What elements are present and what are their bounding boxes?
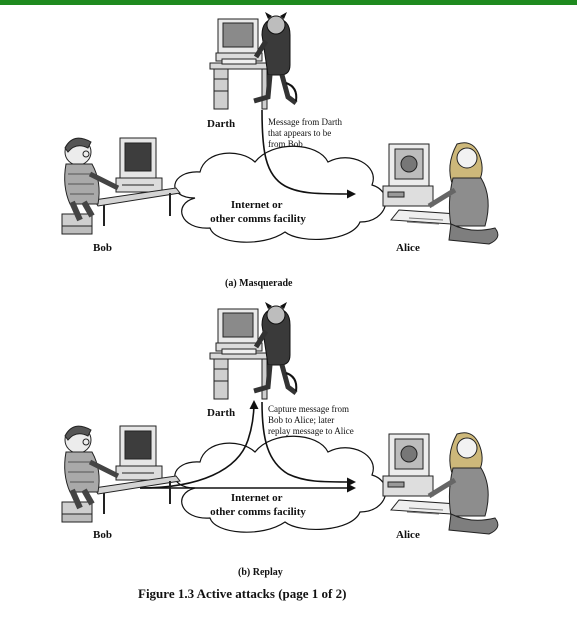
alice-illustration [383,433,498,534]
replay-note-line-3: replay message to Alice [268,426,354,436]
bob-label: Bob [93,529,112,541]
masquerade-note: Message from Darth that appears to be fr… [268,117,344,149]
darth-illustration [210,12,296,109]
panel-masquerade: Darth Message from Darth that appears to… [62,12,498,289]
alice-illustration [383,143,498,244]
replay-arrow [261,401,356,487]
cloud-label-line-1: Internet or [231,199,283,211]
replay-note-line-1: Capture message from [268,404,349,414]
bob-illustration [62,138,180,234]
caption-replay: (b) Replay [238,567,283,578]
alice-label: Alice [396,242,420,254]
alice-label: Alice [396,529,420,541]
cloud-shape [174,145,387,243]
bob-label: Bob [93,242,112,254]
figure-caption: Figure 1.3 Active attacks (page 1 of 2) [138,586,346,601]
replay-note: Capture message from Bob to Alice; later… [268,404,354,436]
top-accent-bar [0,0,577,5]
cloud-label-line-2: other comms facility [210,506,306,518]
replay-cloud-label: Internet or other comms facility [210,492,306,518]
cloud-label-line-1: Internet or [231,492,283,504]
masquerade-note-line-3: from Bob [268,139,303,149]
caption-masquerade: (a) Masquerade [225,278,293,289]
cloud-shape [174,435,387,533]
panel-replay: Darth Capture message from Bob to Alice;… [62,302,498,578]
masquerade-cloud-label: Internet or other comms facility [210,199,306,225]
capture-arrow [139,400,259,489]
cloud-label-line-2: other comms facility [210,213,306,225]
darth-illustration [210,302,296,399]
masquerade-note-line-1: Message from Darth [268,117,342,127]
masquerade-arrow [261,109,356,199]
darth-label: Darth [207,118,235,130]
replay-note-line-2: Bob to Alice; later [268,415,334,425]
masquerade-note-line-2: that appears to be [268,128,331,138]
darth-label: Darth [207,407,235,419]
bob-illustration [62,426,180,522]
